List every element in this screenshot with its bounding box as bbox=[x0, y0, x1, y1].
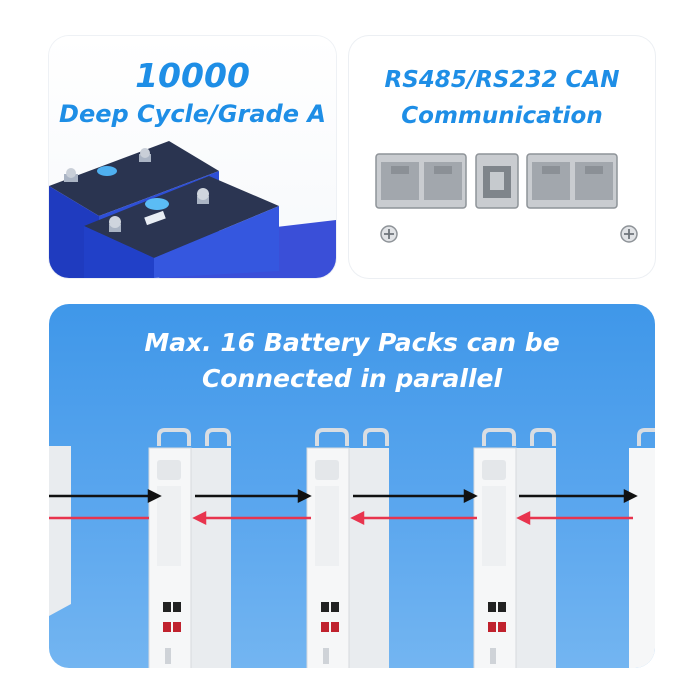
ports-panel-illustration bbox=[375, 153, 638, 243]
grade-text: Deep Cycle/Grade A bbox=[59, 100, 326, 128]
battery-cells-illustration bbox=[49, 141, 336, 278]
parallel-text: Connected in parallel bbox=[201, 364, 503, 393]
max-packs-text: Max. 16 Battery Packs can be bbox=[144, 328, 560, 357]
parallel-card: Max. 16 Battery Packs can be Connected i… bbox=[49, 304, 655, 668]
communication-text: Communication bbox=[401, 103, 603, 129]
black-cable-arrows bbox=[49, 488, 638, 504]
red-cable-arrows bbox=[49, 510, 633, 526]
battery-packs-illustration bbox=[49, 428, 655, 668]
cells-card: 10000 Deep Cycle/Grade A bbox=[49, 36, 336, 278]
communication-card: RS485/RS232 CAN Communication bbox=[349, 36, 655, 278]
cycle-count-text: 10000 bbox=[135, 56, 250, 95]
protocol-text: RS485/RS232 CAN bbox=[384, 67, 620, 93]
